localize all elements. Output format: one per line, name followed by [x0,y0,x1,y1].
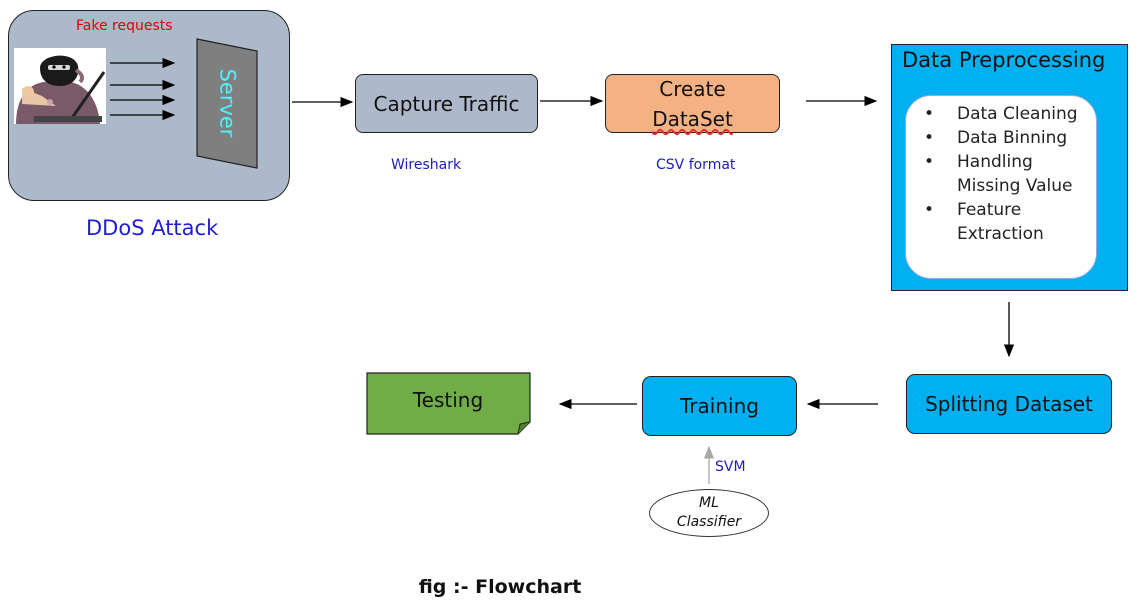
capture-traffic-box: Capture Traffic [355,74,538,133]
ml-classifier-line1: ML [699,495,719,511]
ddos-attack-caption: DDoS Attack [86,216,219,240]
fake-requests-label: Fake requests [76,18,173,34]
preprocessing-list: •Data Cleaning •Data Binning •Handling M… [906,96,1096,246]
server-shape [196,38,258,169]
testing-shape [366,372,531,435]
figure-caption: fig :- Flowchart [418,576,582,598]
list-item: •Handling Missing Value [924,152,1073,196]
create-dataset-box: Create DataSet [605,74,780,133]
server-label: Server [215,68,239,138]
list-item: •Data Binning [924,128,1068,148]
ml-classifier-ellipse: ML Classifier [649,489,769,537]
create-dataset-line2: DataSet [652,106,733,131]
data-preprocessing-title: Data Preprocessing [902,48,1106,72]
testing-label: Testing [412,388,484,412]
training-box: Training [642,376,797,436]
create-dataset-line1: Create [659,76,726,101]
list-item: •Data Cleaning [924,104,1078,124]
list-item: •Feature Extraction [924,200,1044,244]
splitting-dataset-box: Splitting Dataset [906,374,1112,434]
fake-request-arrows [110,57,176,121]
svm-note: SVM [715,459,746,475]
wireshark-note: Wireshark [391,157,462,173]
ml-classifier-line2: Classifier [676,514,742,530]
csv-format-note: CSV format [656,157,736,173]
data-preprocessing-box: Data Preprocessing •Data Cleaning •Data … [891,44,1128,291]
hacker-icon [14,48,106,124]
server-label-wrap: Server [196,38,258,168]
preprocessing-list-panel: •Data Cleaning •Data Binning •Handling M… [905,95,1097,279]
